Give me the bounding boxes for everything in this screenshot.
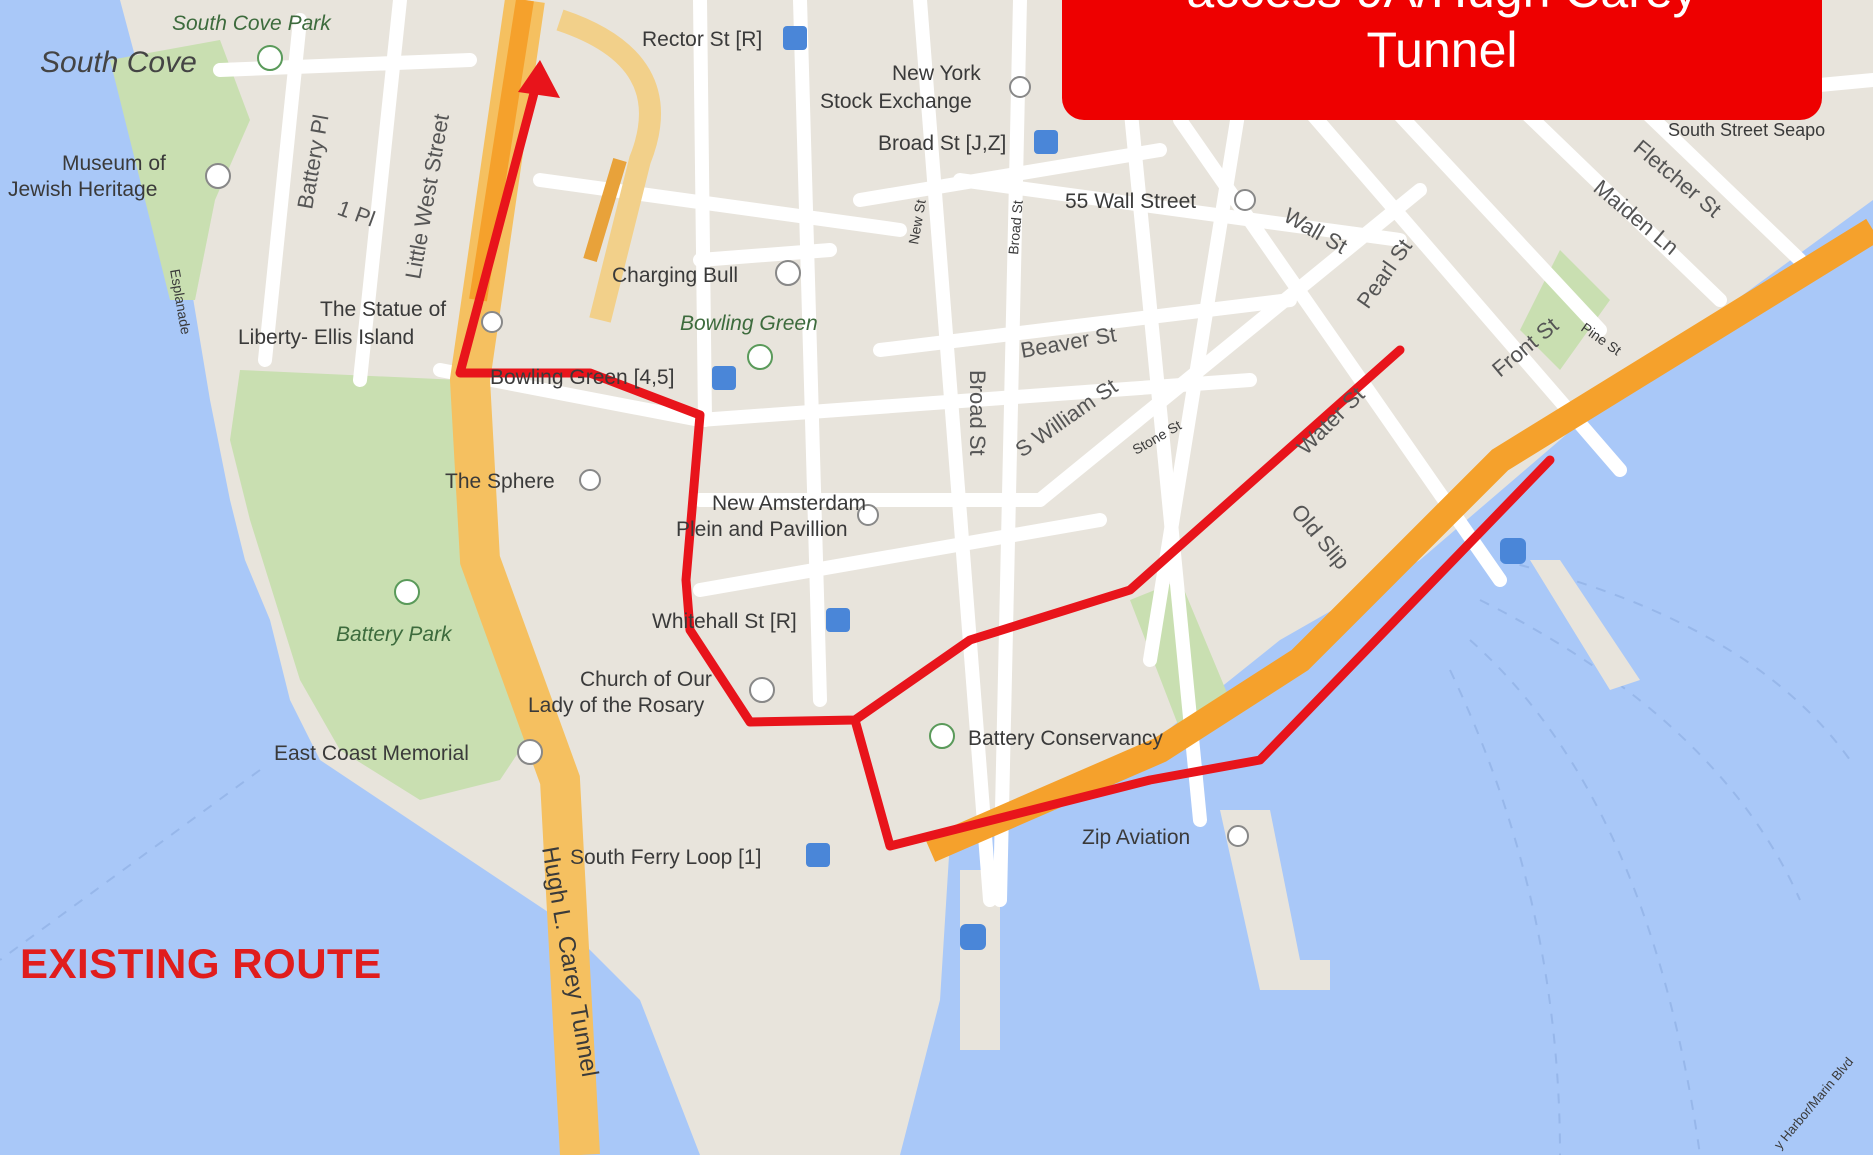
label-church-1: Church of Our xyxy=(580,668,712,691)
label-new-amsterdam-2: Plein and Pavillion xyxy=(676,518,848,541)
tunnel-ramp-2 xyxy=(583,157,627,263)
charging-bull-icon[interactable] xyxy=(775,260,801,286)
callout-line-1: access 9A/Hugh Carey xyxy=(1062,0,1822,20)
subway-icon-broad[interactable] xyxy=(1034,130,1058,154)
park-icon-battery[interactable] xyxy=(394,579,420,605)
east-coast-memorial-icon[interactable] xyxy=(517,739,543,765)
church-poi-icon[interactable] xyxy=(749,677,775,703)
label-charging-bull: Charging Bull xyxy=(612,264,738,287)
piers xyxy=(740,560,1640,1130)
existing-route xyxy=(455,73,1555,851)
label-south-ferry: South Ferry Loop [1] xyxy=(570,846,761,869)
west-st-highway-inner xyxy=(469,0,534,302)
park-icon-conservancy[interactable] xyxy=(929,723,955,749)
label-new-st: New St xyxy=(905,198,929,245)
label-broad-jz: Broad St [J,Z] xyxy=(878,132,1006,155)
ferry-icon[interactable] xyxy=(960,924,986,950)
subway-icon-south-ferry[interactable] xyxy=(806,843,830,867)
seaport-park-area xyxy=(1520,250,1610,370)
zip-aviation-poi-icon[interactable] xyxy=(1227,825,1249,847)
label-south-cove: South Cove xyxy=(40,46,197,79)
label-museum-1: Museum of xyxy=(62,152,166,175)
label-statue-1: The Statue of xyxy=(320,298,446,321)
wall55-poi-icon[interactable] xyxy=(1234,189,1256,211)
subway-icon-bowling[interactable] xyxy=(712,366,736,390)
label-nyse-2: Stock Exchange xyxy=(820,90,972,113)
label-broad-st: Broad St xyxy=(965,370,990,456)
subway-icon-rector[interactable] xyxy=(783,26,807,50)
poi-markers[interactable] xyxy=(205,26,1526,950)
label-broad-st-small: Broad St xyxy=(1005,199,1026,255)
label-statue-2: Liberty- Ellis Island xyxy=(238,326,414,349)
ferry-icon-2[interactable] xyxy=(1500,538,1526,564)
label-battery-conservancy: Battery Conservancy xyxy=(968,727,1163,750)
label-zip-aviation: Zip Aviation xyxy=(1082,826,1190,849)
label-battery-park: Battery Park xyxy=(336,623,453,646)
sphere-poi-icon[interactable] xyxy=(579,469,601,491)
label-south-cove-park: South Cove Park xyxy=(172,12,332,35)
label-bowling-green-station: Bowling Green [4,5] xyxy=(490,366,674,389)
label-rector: Rector St [R] xyxy=(642,28,762,51)
label-whitehall: Whitehall St [R] xyxy=(652,610,797,633)
museum-icon[interactable] xyxy=(205,163,231,189)
label-new-amsterdam-1: New Amsterdam xyxy=(712,492,866,515)
label-nyse-1: New York xyxy=(892,62,981,85)
nyse-poi-icon[interactable] xyxy=(1009,76,1031,98)
label-museum-2: Jewish Heritage xyxy=(8,178,157,201)
route-arrowhead xyxy=(518,60,560,98)
callout-box: access 9A/Hugh Carey Tunnel xyxy=(1062,0,1822,120)
statue-poi-icon[interactable] xyxy=(481,311,503,333)
subway-icon-whitehall[interactable] xyxy=(826,608,850,632)
label-bowling-green: Bowling Green xyxy=(680,312,818,335)
label-seaport: South Street Seapo xyxy=(1668,120,1825,140)
existing-route-label: EXISTING ROUTE xyxy=(20,940,382,987)
label-sphere: The Sphere xyxy=(445,470,555,493)
label-church-2: Lady of the Rosary xyxy=(528,694,705,717)
new-amsterdam-poi-icon[interactable] xyxy=(857,504,879,526)
callout-line-2: Tunnel xyxy=(1366,22,1518,78)
label-55-wall: 55 Wall Street xyxy=(1065,190,1196,213)
south-cove-park-area xyxy=(110,40,250,300)
tunnel-ramp xyxy=(556,9,661,323)
park-icon-bowling-green[interactable] xyxy=(747,344,773,370)
streets xyxy=(213,0,1873,907)
label-east-coast: East Coast Memorial xyxy=(274,742,469,765)
park-icon-south-cove[interactable] xyxy=(257,45,283,71)
fdr-highway xyxy=(924,218,1873,862)
